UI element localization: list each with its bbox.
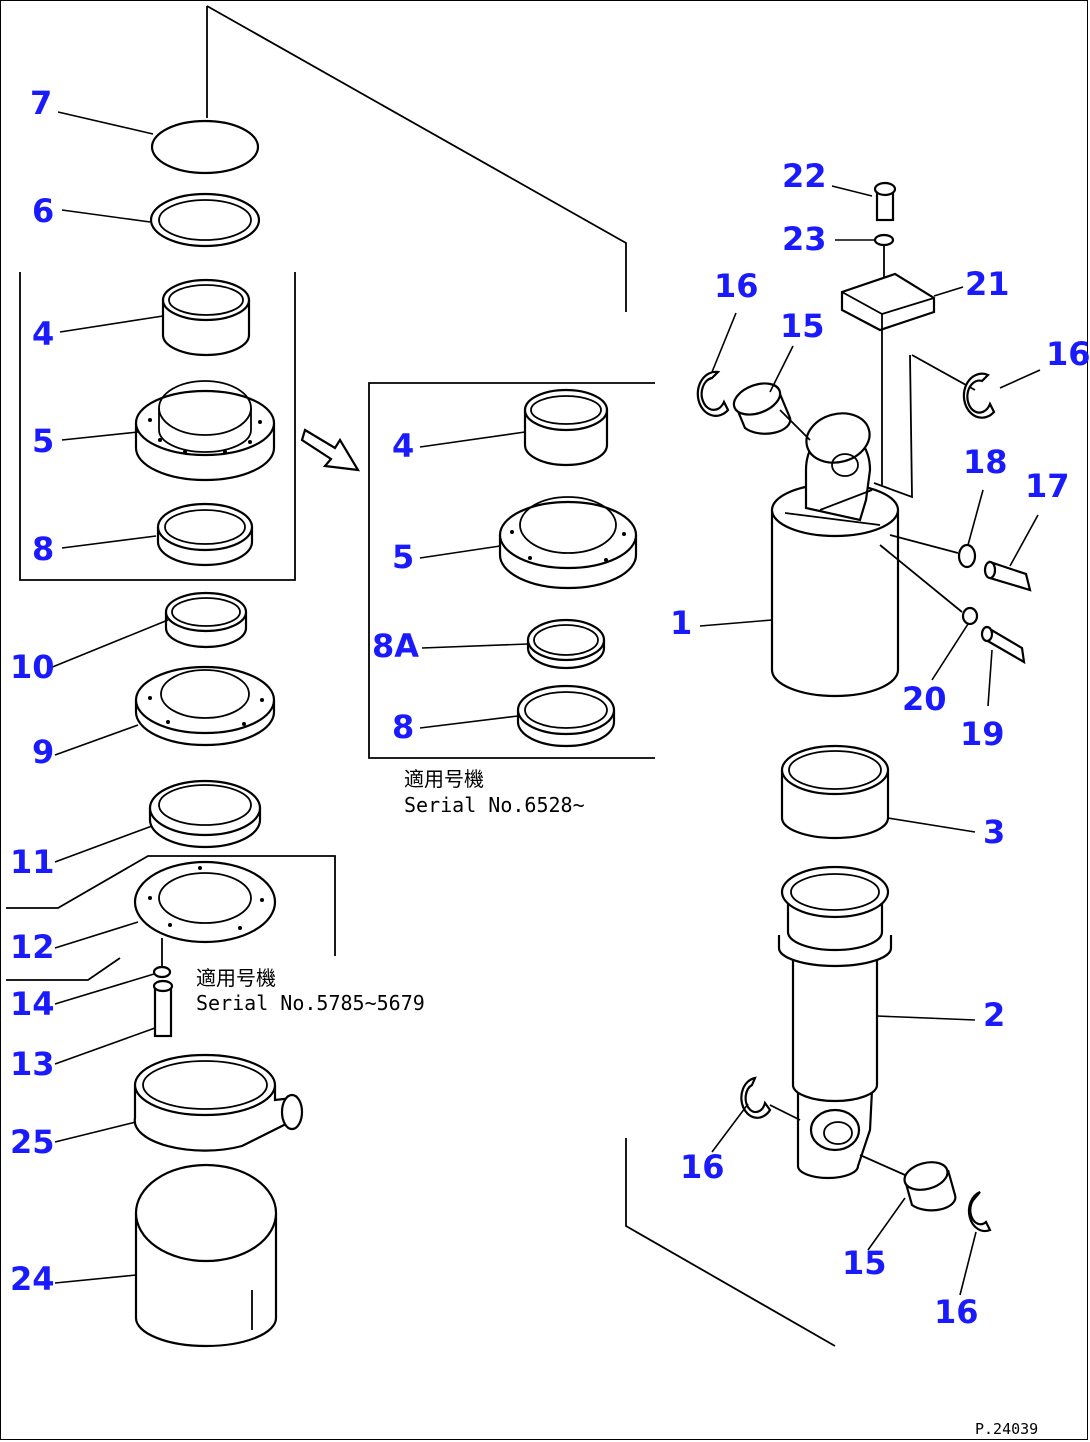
- serial-new-jp: 適用号機: [404, 767, 484, 791]
- drawing-code: P.24039: [975, 1420, 1038, 1438]
- serial-old-jp: 適用号機: [196, 966, 276, 990]
- label-18: 18: [963, 443, 1008, 481]
- part-4-bushing-new: [523, 388, 609, 467]
- label-20: 20: [902, 680, 947, 718]
- part-7-oring: [150, 119, 260, 175]
- label-5: 5: [32, 422, 54, 460]
- part-24-boot: [134, 1163, 278, 1348]
- label-8A: 8A: [372, 627, 419, 665]
- part-21-plate: [840, 272, 936, 332]
- label-8: 8: [32, 530, 54, 568]
- part-16-snapring-b: [962, 372, 996, 419]
- label-16-top-right: 16: [1046, 335, 1090, 373]
- part-1-cylinder-tube: [770, 412, 900, 698]
- label-3: 3: [983, 813, 1005, 851]
- label-22: 22: [782, 157, 827, 195]
- label-4: 4: [32, 315, 54, 353]
- part-11-wiper: [148, 779, 262, 849]
- label-16-bottom-right: 16: [934, 1293, 979, 1331]
- outline-lines: [6, 5, 976, 1347]
- part-16-snapring-a: [696, 370, 730, 417]
- serial-old: Serial No.5785~5679: [196, 991, 425, 1015]
- label-16-top-left: 16: [714, 267, 759, 305]
- label-15-bottom: 15: [842, 1244, 887, 1282]
- part-16-snapring-c: [740, 1076, 772, 1119]
- label-10: 10: [10, 648, 55, 686]
- label-17: 17: [1025, 467, 1070, 505]
- part-3-bushing: [780, 744, 890, 840]
- part-25-clamp: [133, 1053, 304, 1152]
- part-8-seal: [156, 502, 254, 567]
- part-8A-seal-new: [526, 618, 606, 670]
- leader-lines: [49, 111, 1041, 1296]
- part-4-bushing: [161, 278, 251, 357]
- part-16-snapring-d: [967, 1190, 992, 1233]
- label-4-new: 4: [392, 427, 414, 465]
- part-labels: 7 6 4 5 8 10 9 11 12 14 13 25 24 4 5 8A …: [10, 84, 1090, 1331]
- part-15-bushing-a: [732, 382, 792, 435]
- label-14: 14: [10, 985, 55, 1023]
- part-6-ring: [149, 192, 261, 248]
- label-6: 6: [32, 192, 54, 230]
- label-16-bottom-left: 16: [680, 1148, 725, 1186]
- label-19: 19: [960, 715, 1005, 753]
- label-8-new: 8: [392, 708, 414, 746]
- part-12-plate: [133, 860, 277, 944]
- part-22-bolt: [873, 181, 897, 222]
- part-23-washer: [873, 233, 895, 278]
- part-10-ring: [164, 591, 248, 649]
- label-24: 24: [10, 1260, 55, 1298]
- label-13: 13: [10, 1045, 55, 1083]
- label-21: 21: [965, 265, 1010, 303]
- part-2-piston-rod: [777, 865, 893, 1180]
- part-8-seal-new: [516, 684, 616, 748]
- label-1: 1: [670, 604, 692, 642]
- part-13-bolt: [152, 979, 174, 1038]
- part-15-bushing-b: [903, 1161, 957, 1212]
- label-5-new: 5: [392, 538, 414, 576]
- label-2: 2: [983, 996, 1005, 1034]
- serial-new: Serial No.6528~: [404, 793, 585, 817]
- part-14-washer: [152, 938, 172, 979]
- part-5-flange: [134, 380, 276, 482]
- label-7: 7: [30, 84, 52, 122]
- label-23: 23: [782, 220, 827, 258]
- part-17-fitting: [983, 560, 1032, 592]
- label-9: 9: [32, 733, 54, 771]
- part-9-flange: [134, 665, 276, 747]
- part-18-washer: [957, 543, 977, 569]
- part-5-flange-new: [498, 496, 638, 590]
- part-20-oring: [961, 606, 979, 626]
- label-11: 11: [10, 843, 55, 881]
- label-15-top: 15: [780, 307, 825, 345]
- label-25: 25: [10, 1123, 55, 1161]
- serial-notes: 適用号機 Serial No.6528~ 適用号機 Serial No.5785…: [196, 767, 585, 1015]
- arrow-icon: [300, 428, 361, 472]
- part-19-fitting: [980, 625, 1026, 665]
- label-12: 12: [10, 928, 55, 966]
